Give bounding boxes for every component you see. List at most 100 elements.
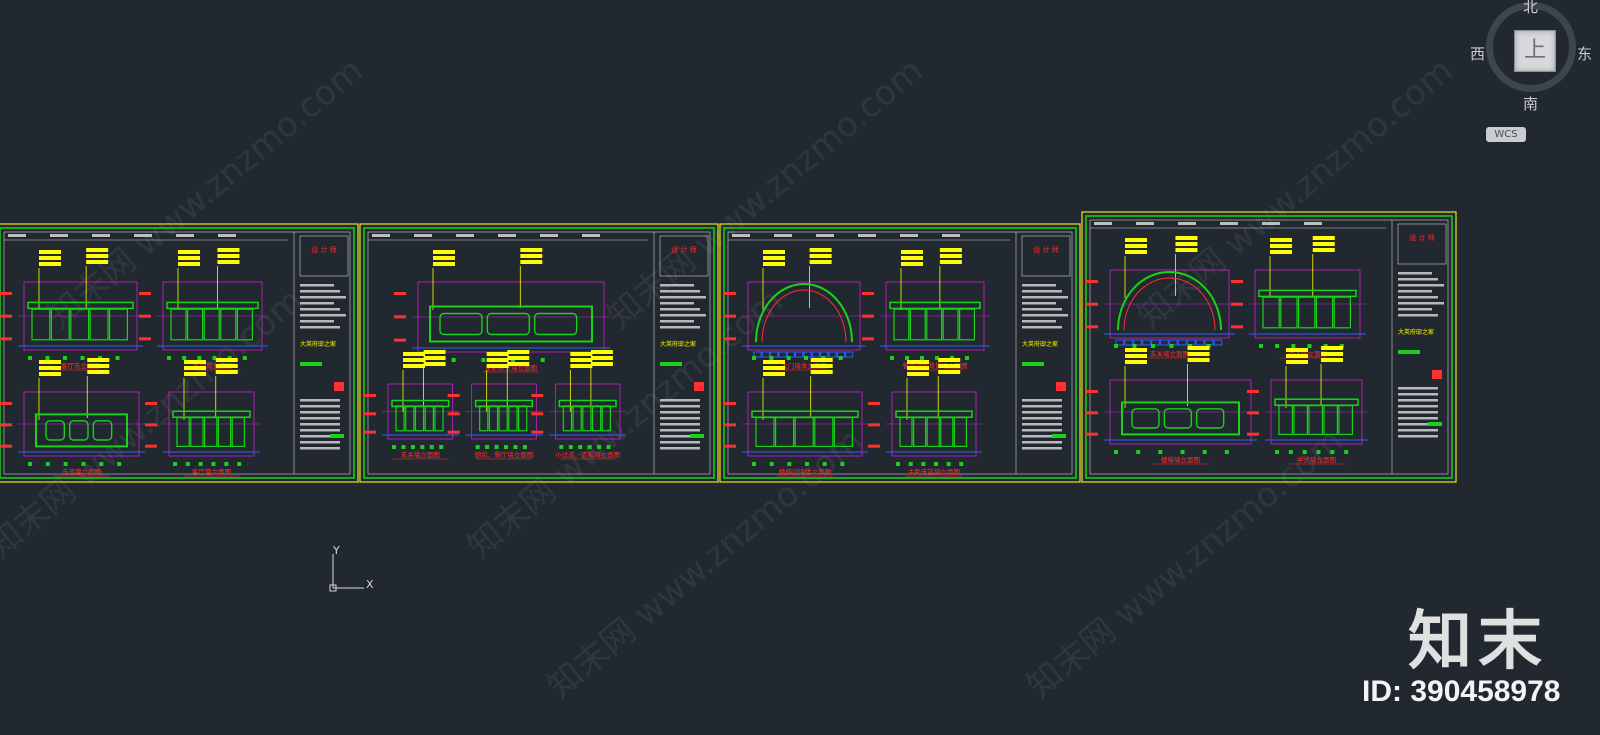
header-text [92,234,110,237]
elevation-drawing: 玄关墙立面图 [364,350,459,460]
base-tile [761,351,770,358]
sheet-border [723,227,1077,479]
cabinet-panel [89,308,109,341]
elevation-drawing: 小过道、衣帽间立面图 [531,350,626,460]
header-text [1178,222,1196,225]
base-tile [1195,339,1205,346]
dimension-label [507,356,530,360]
panel-outline [429,305,593,343]
dimension-label [87,364,110,368]
drawing-sheet[interactable]: 设 计 师大英府邸之家主卧床头墙立面图玄关墙立面图厨房、餐厅墙立面图小过道、衣帽… [359,223,719,483]
east-label[interactable]: 东 [1577,45,1593,63]
dim-tick [224,462,229,466]
dimension-label [590,356,613,360]
viewcube-top-face[interactable]: 上 [1514,30,1556,72]
header-text [540,234,558,237]
dimension-label [938,370,961,374]
drawing-sheets[interactable]: 设 计 师大英府邸之家客厅东立面图客厅南立面图走道南立面图客厅南立面图 设 计 师… [0,211,1457,483]
dim-tick [908,462,913,466]
base-tile [1160,339,1169,346]
wcs-menu-button[interactable]: WCS [1486,127,1526,142]
north-label[interactable]: 北 [1523,0,1539,16]
base-tile [811,351,820,358]
cabinet-panel [414,405,425,432]
dim-tick [769,356,774,360]
elevation-drawing: 主卧床前墙立面图 [868,358,982,477]
south-label[interactable]: 南 [1523,95,1539,113]
arch-outline [755,283,853,343]
titleblock-text [300,296,346,299]
titleblock-text [660,411,700,414]
elevation-mark [0,314,12,318]
sheet-border [0,227,355,479]
titleblock-logo-box [659,235,709,277]
elevation-mark [364,412,376,416]
titleblock-logo-box [299,235,349,277]
dimension-label [39,262,61,266]
titleblock-text [1022,423,1062,426]
cornice [889,301,981,310]
dim-tick [965,356,969,360]
elevation-drawing: 过道墙立面图 [1231,236,1366,359]
elevation-drawing: 中式墙立面图 [1247,346,1368,465]
dimension-label [810,358,833,362]
drawing-sheet[interactable]: 设 计 师大英府邸之家客厅东立面图客厅南立面图走道南立面图客厅南立面图 [0,223,359,483]
base-tile [1133,339,1142,346]
dimension-label [217,254,240,258]
cabinet-panel [794,417,814,448]
base-tile [1124,339,1134,346]
elevation-mark [364,394,376,397]
dimension-label [1125,354,1147,358]
titleblock-text [660,447,700,450]
drawing-title: 过道墙立面图 [1288,349,1327,358]
header-text [1220,222,1238,225]
cabinet-panel [424,405,434,432]
compass-ring[interactable] [1486,2,1576,92]
dim-tick [28,462,32,466]
west-label[interactable]: 西 [1470,45,1486,63]
titleblock-text [660,326,700,329]
cabinet-panel [434,405,444,432]
elevation-mark [1086,411,1098,415]
titleblock-text [1398,423,1438,426]
dimension-label [403,358,425,362]
drawing-title: 厨房、餐厅墙立面图 [475,450,534,459]
header-text [414,234,432,237]
dimension-label [39,256,61,260]
dim-tick [578,445,583,449]
elevation-mark [724,444,736,448]
titleblock-text [1022,290,1062,293]
titleblock-text [1398,314,1438,317]
dimension-label [570,364,593,368]
dimension-label [87,370,110,374]
dimension-label [1270,238,1292,242]
dim-tick [410,445,415,449]
dim-tick [522,445,527,449]
drawing-title: 主卧床前墙立面图 [908,467,960,476]
viewcube[interactable]: 北 西 东 南 上 WCS [1470,0,1600,145]
elevation-mark [531,412,544,416]
dim-tick [840,462,845,466]
elevation-drawing: 主卧床头墙立面图 [394,248,610,373]
titleblock-tag [690,434,704,438]
dimension-label [939,248,962,252]
dim-tick [1259,344,1263,348]
elevation-mark [0,292,12,295]
elevation-mark [1231,280,1243,283]
cabinet-panel [899,417,913,448]
header-text [1262,222,1280,225]
titleblock-text [660,284,694,287]
header-text [582,234,600,237]
header-text [456,234,474,237]
drawing-sheet[interactable]: 设 计 师大英府邸之家大门墙体立面图餐厅过厅背景墙立面图楼梯间墙体立面图主卧床前… [719,223,1081,483]
cabinet-panel [774,417,795,448]
elevation-mark [145,402,157,405]
sheet-outer-frame [719,223,1081,483]
dim-tick [45,462,50,466]
elevation-drawing: 楼梯墙立面图 [1086,346,1257,465]
titleblock-text [1022,302,1056,305]
drawing-sheet[interactable]: 设 计 师大英府邸之家玄关墙立面图过道墙立面图楼梯墙立面图中式墙立面图 [1081,211,1457,483]
dimension-label [763,372,785,376]
